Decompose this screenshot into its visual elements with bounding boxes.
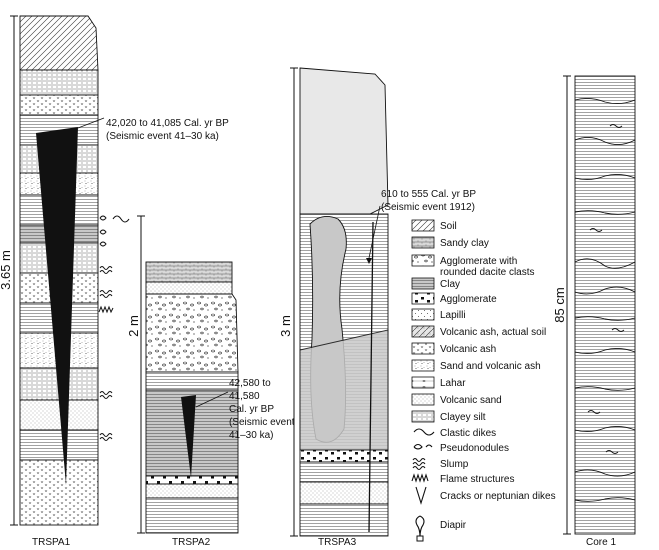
trspa2-annotation-leader xyxy=(195,391,229,408)
agglomerate-swatch-icon xyxy=(411,292,435,305)
core1-body xyxy=(574,75,636,535)
trspa3-beds xyxy=(299,67,389,537)
clayey-silt-swatch-icon xyxy=(411,410,435,423)
slump-icon xyxy=(412,457,426,471)
ash-soil-swatch-icon xyxy=(411,325,435,338)
legend-item-sand-ash-swatch: Sand and volcanic ash xyxy=(411,359,541,372)
trspa1-event-label: (Seismic event 41–30 ka) xyxy=(106,131,219,142)
core1-scale-label: 85 cm xyxy=(552,287,567,322)
lapilli-swatch-icon xyxy=(411,308,435,321)
legend-item-lapilli-swatch: Lapilli xyxy=(411,308,466,321)
clay-swatch-icon xyxy=(411,277,435,290)
legend-label: Volcanic ash, actual soil xyxy=(440,327,546,338)
column-trspa3: 3 m 610 to 555 Cal. yr BP (Seismic event… xyxy=(278,67,476,548)
legend-label: Soil xyxy=(440,221,457,232)
cracks-icon xyxy=(415,486,427,505)
legend-label-line2: rounded dacite clasts xyxy=(440,267,535,278)
legend-item-volcanic-ash-swatch: Volcanic ash xyxy=(411,342,496,355)
trspa3-scale-label: 3 m xyxy=(278,315,293,337)
legend-item-lahar-swatch: Lahar xyxy=(411,376,466,389)
legend-item-sandy-clay-swatch: Sandy clay xyxy=(411,236,489,249)
trspa1-structure-symbols xyxy=(98,215,130,441)
legend-item-ash-soil-swatch: Volcanic ash, actual soil xyxy=(411,325,546,338)
legend-label: Slump xyxy=(440,459,469,470)
legend-label: Pseudonodules xyxy=(440,443,509,454)
trspa1-column-label: TRSPA1 xyxy=(32,537,71,548)
soil-swatch-icon xyxy=(411,219,435,232)
core1-clastic-dikes xyxy=(587,124,625,454)
trspa3-age-label: 610 to 555 Cal. yr BP xyxy=(381,189,476,200)
trspa1-crack-wedge xyxy=(36,127,78,485)
legend-label: Flame structures xyxy=(440,474,514,485)
column-core1: 85 cm Core 1 xyxy=(552,75,636,548)
core1-bed-contacts xyxy=(574,97,636,502)
legend-item-soil-swatch: Soil xyxy=(411,219,457,232)
legend-item-clastic-dikes: Clastic dikes xyxy=(413,428,496,439)
legend-label: Lapilli xyxy=(440,310,466,321)
legend-item-diapir: Diapir xyxy=(415,515,467,542)
sandy-clay-swatch-icon xyxy=(411,236,435,249)
trspa3-event-label: (Seismic event 1912) xyxy=(381,202,475,213)
legend-label: Lahar xyxy=(440,378,466,389)
legend-label: Clastic dikes xyxy=(440,428,496,439)
trspa1-scale-label: 3.65 m xyxy=(0,250,13,290)
trspa2-age-label-1: 42,580 to xyxy=(229,378,271,389)
column-trspa1: 3.65 m xyxy=(0,15,229,548)
trspa1-annotation-leader xyxy=(77,117,105,129)
legend-label: Volcanic ash xyxy=(440,344,496,355)
trspa2-crack-wedge xyxy=(181,395,196,478)
trspa3-neptunian-dike xyxy=(368,221,374,533)
trspa2-beds xyxy=(145,261,239,534)
legend-item-cracks: Cracks or neptunian dikes xyxy=(415,486,556,505)
legend-item-pseudonodules: Pseudonodules xyxy=(413,443,509,454)
column-trspa2: 2 m 42,580 to 41,580 Cal. yr BP (Seismic… xyxy=(126,215,295,548)
legend-label: Sandy clay xyxy=(440,238,489,249)
pseudonodules-icon xyxy=(413,443,433,450)
legend-label: Agglomerate xyxy=(440,294,497,305)
core1-column-label: Core 1 xyxy=(586,537,616,548)
trspa2-event-label-2: 41–30 ka) xyxy=(229,430,273,441)
clastic-dikes-icon xyxy=(413,428,435,436)
lahar-swatch-icon xyxy=(411,376,435,389)
legend-item-volcanic-sand-swatch: Volcanic sand xyxy=(411,393,502,406)
sand-ash-swatch-icon xyxy=(411,359,435,372)
legend-label: Clay xyxy=(440,279,460,290)
legend-label: Clayey silt xyxy=(440,412,486,423)
trspa1-age-label: 42,020 to 41,085 Cal. yr BP xyxy=(106,118,229,129)
trspa2-age-label-2: 41,580 xyxy=(229,391,260,402)
legend-item-clay-swatch: Clay xyxy=(411,277,460,290)
legend-label: Volcanic sand xyxy=(440,395,502,406)
legend-item-slump: Slump xyxy=(412,457,469,471)
trspa2-age-label-3: Cal. yr BP xyxy=(229,404,274,415)
diapir-icon xyxy=(415,515,425,538)
legend-item-agglomerate-swatch: Agglomerate xyxy=(411,292,497,305)
trspa2-column-label: TRSPA2 xyxy=(172,537,211,548)
legend-label: Agglomerate with xyxy=(440,256,517,267)
legend-label: Sand and volcanic ash xyxy=(440,361,541,372)
legend-item-flame-structures: Flame structures xyxy=(411,473,514,485)
trspa3-annotation-leader xyxy=(368,205,381,259)
flame-structures-icon xyxy=(411,473,429,483)
volcanic-ash-swatch-icon xyxy=(411,342,435,355)
trspa2-event-label-1: (Seismic event xyxy=(229,417,295,428)
agglomerate-rounded-swatch-icon xyxy=(411,254,435,267)
legend-label: Diapir xyxy=(440,520,467,531)
trspa3-column-label: TRSPA3 xyxy=(318,537,357,548)
diapir-base-icon xyxy=(416,535,424,542)
trspa2-scale-label: 2 m xyxy=(126,315,141,337)
legend-label: Cracks or neptunian dikes xyxy=(440,491,556,502)
legend-item-clayey-silt-swatch: Clayey silt xyxy=(411,410,486,423)
volcanic-sand-swatch-icon xyxy=(411,393,435,406)
